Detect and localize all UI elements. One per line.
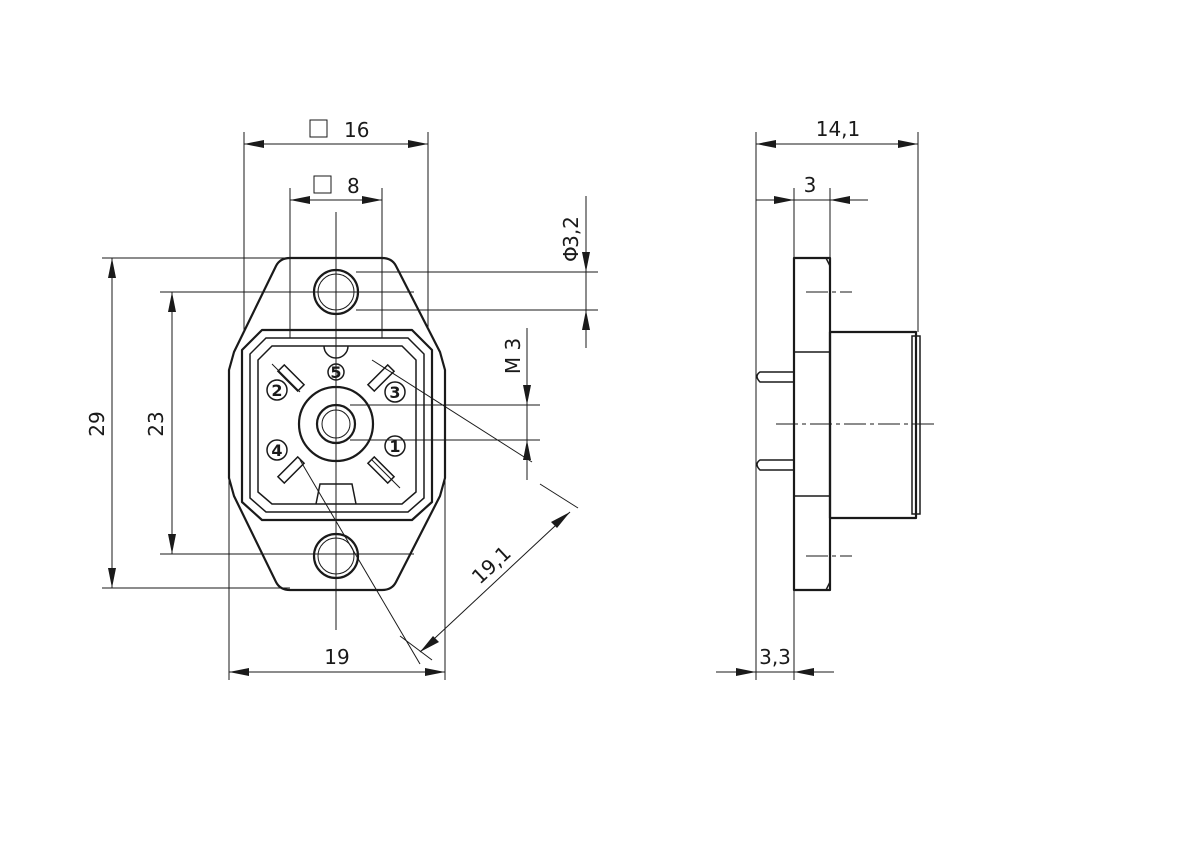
diag-line-3 bbox=[271, 363, 301, 393]
dim-text-141: 14,1 bbox=[816, 117, 861, 141]
dim-text-phi32: 3,2 bbox=[559, 216, 583, 248]
side-dimensions: 14,1 3 3,3 bbox=[716, 117, 919, 680]
dim-text-29: 29 bbox=[85, 411, 109, 436]
pin-label-4: 4 bbox=[271, 441, 282, 460]
side-housing bbox=[828, 330, 918, 520]
dim-text-33: 3,3 bbox=[759, 645, 791, 669]
contact-slot-2 bbox=[276, 363, 306, 393]
dim-text-m3: M 3 bbox=[501, 338, 525, 374]
contact-slot-3 bbox=[366, 363, 396, 393]
front-dimensions: 16 8 29 23 19 Φ bbox=[85, 118, 598, 680]
pin-label-3: 3 bbox=[389, 383, 400, 402]
side-pin-bottom bbox=[756, 459, 794, 471]
front-view: 2 3 4 1 5 bbox=[227, 212, 533, 665]
side-housing-face bbox=[911, 335, 921, 515]
pin-marker-2 bbox=[266, 379, 288, 401]
housing-inner-2 bbox=[257, 345, 417, 505]
pin-marker-3 bbox=[384, 381, 406, 403]
dim-text-3: 3 bbox=[804, 173, 817, 197]
square-symbol-16 bbox=[309, 119, 328, 138]
dim-symbol-phi: Φ bbox=[559, 246, 583, 262]
square-symbol-8 bbox=[313, 175, 332, 194]
pin-label-1: 1 bbox=[389, 437, 400, 456]
dim-text-19: 19 bbox=[324, 645, 349, 669]
flange-outline bbox=[227, 256, 447, 592]
dim-text-191: 19,1 bbox=[467, 541, 516, 589]
pin-label-2: 2 bbox=[271, 381, 282, 400]
diag-line-1 bbox=[371, 359, 533, 463]
pin-marker-1 bbox=[384, 435, 406, 457]
dim-text-square8: 8 bbox=[347, 174, 360, 198]
housing-inner-1 bbox=[249, 337, 425, 513]
pin-marker-4 bbox=[266, 439, 288, 461]
side-pin-top bbox=[756, 371, 794, 383]
contact-slot-4 bbox=[276, 455, 306, 485]
dim-text-square16: 16 bbox=[344, 118, 369, 142]
dim-text-23: 23 bbox=[144, 411, 168, 436]
housing-outer bbox=[240, 328, 434, 522]
side-view bbox=[756, 256, 938, 592]
contact-slot-1 bbox=[366, 455, 396, 485]
dim-line-191 bbox=[419, 511, 571, 653]
diag-line-4 bbox=[371, 459, 401, 489]
diag-line-2 bbox=[299, 459, 421, 665]
